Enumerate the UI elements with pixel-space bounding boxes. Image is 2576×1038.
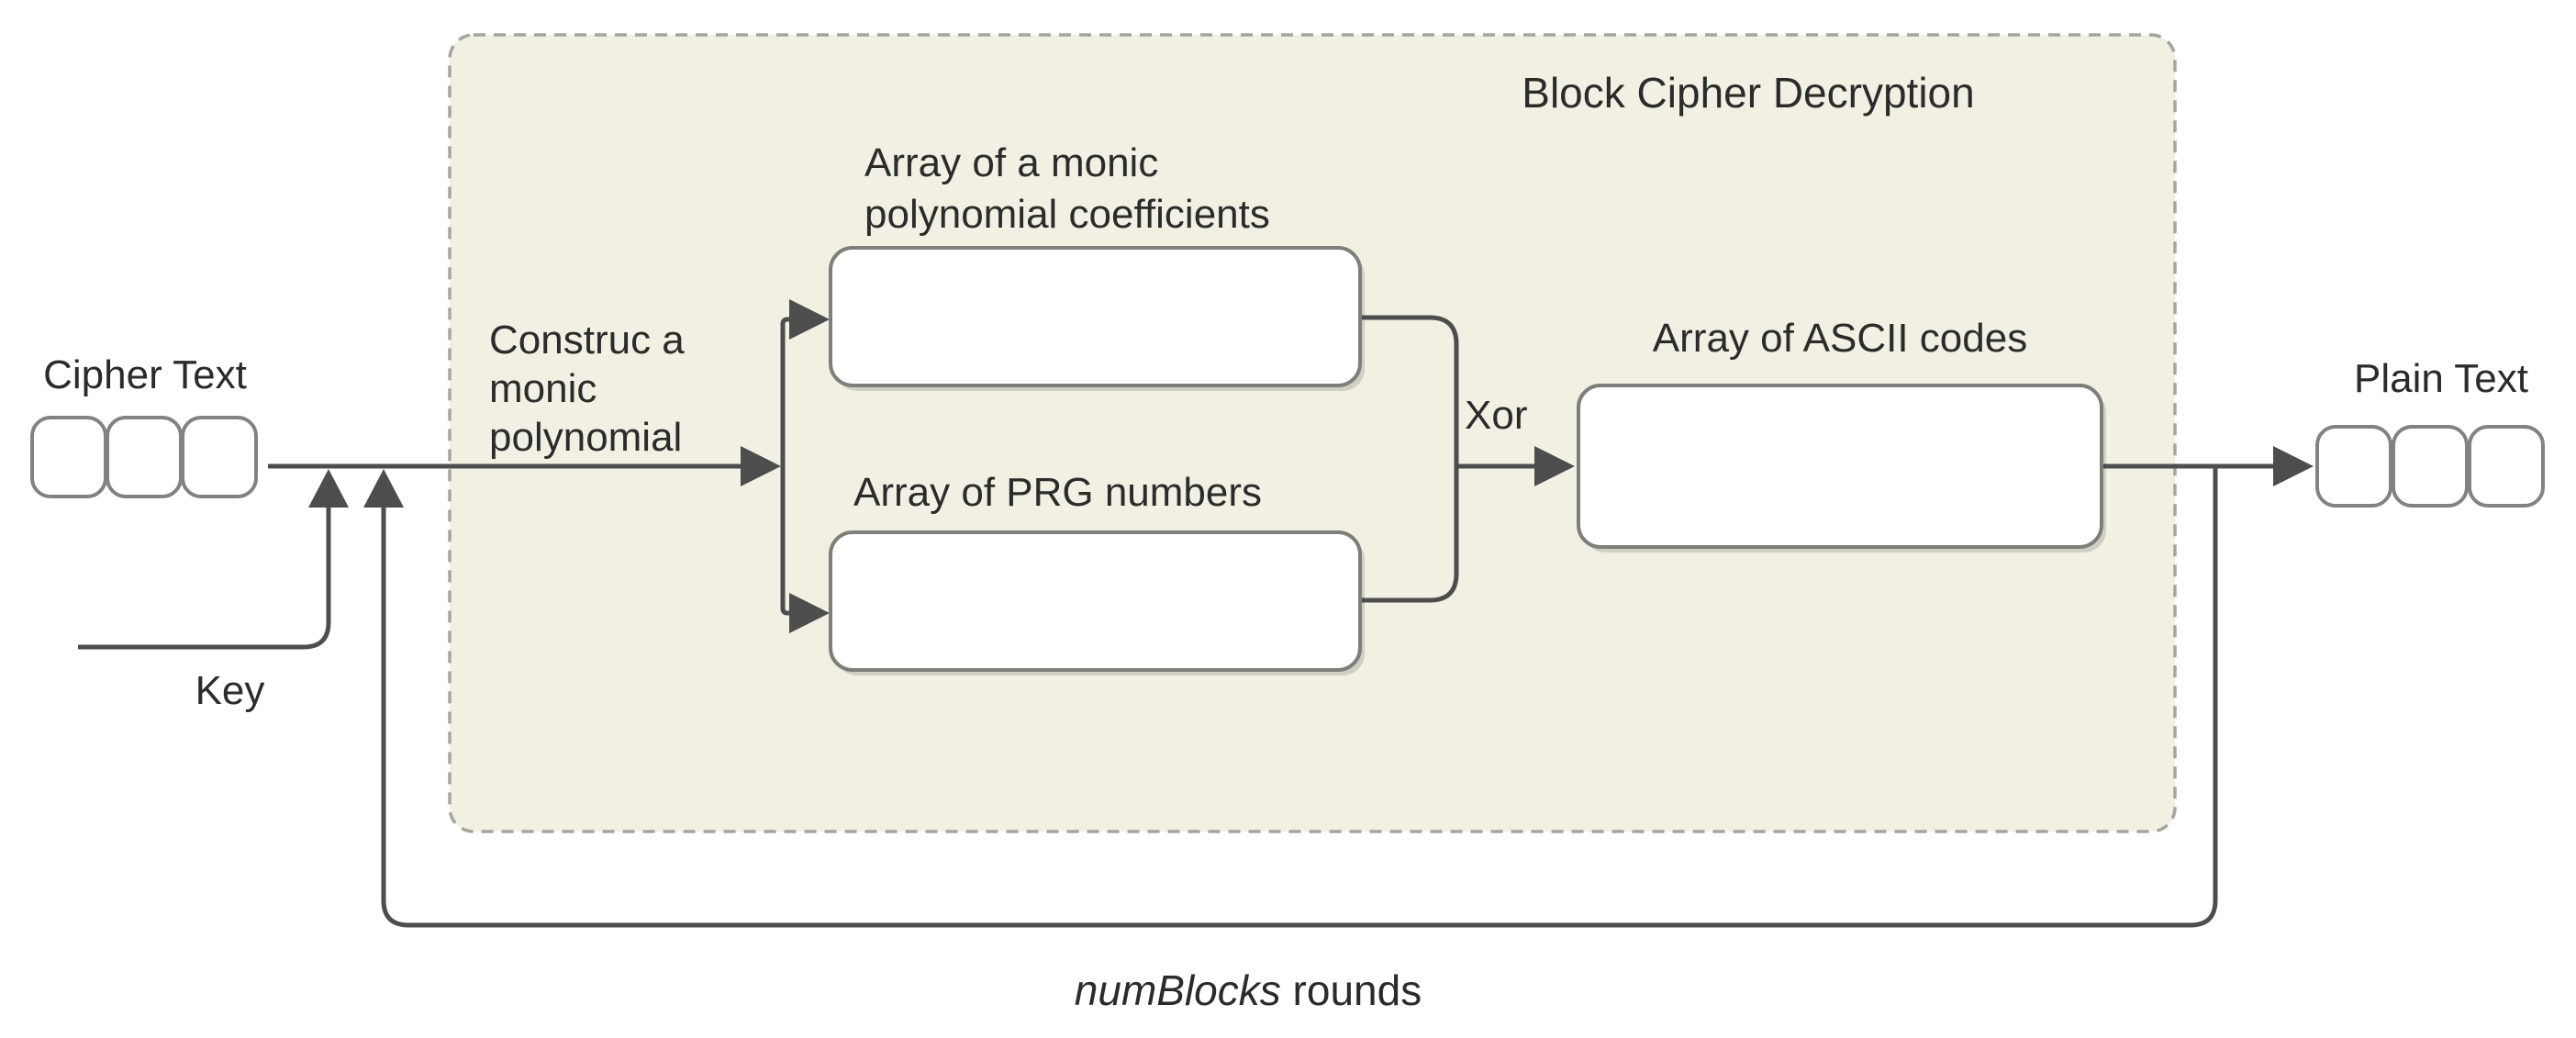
monic-coefficients-box: [829, 246, 1362, 387]
xor-arrowhead-right-icon: [1534, 446, 1575, 486]
input-arrowhead-right-icon: [741, 446, 781, 486]
cipher-block: [30, 416, 107, 498]
output-arrowhead-right-icon: [2273, 446, 2314, 486]
merge-top-wire: [1360, 315, 1459, 466]
rounds-label-rest: rounds: [1280, 966, 1422, 1014]
feedback-arrowhead-up-icon: [363, 469, 404, 508]
construct-polynomial-label: Construc a monic polynomial: [489, 316, 685, 462]
ascii-box-label: Array of ASCII codes: [1652, 316, 2028, 361]
xor-label: Xor: [1465, 393, 1528, 438]
cipher-block: [106, 416, 183, 498]
feedback-loop-wire: [381, 466, 2218, 928]
construct-line-3: polynomial: [489, 415, 683, 460]
merge-bottom-wire: [1360, 466, 1459, 603]
cipher-text-blocks: [30, 416, 258, 498]
key-arrowhead-up-icon: [308, 469, 349, 508]
cipher-block: [181, 416, 258, 498]
monic-label-line-1: Array of a monic: [864, 140, 1159, 185]
rounds-label-variable: numBlocks: [1074, 966, 1281, 1014]
plain-text-label: Plain Text: [2354, 356, 2528, 401]
monic-label-line-2: polynomial coefficients: [864, 192, 1270, 237]
ascii-codes-box: [1577, 384, 2103, 549]
key-wire: [78, 503, 331, 650]
plain-block: [2315, 425, 2392, 508]
rounds-label: numBlocks rounds: [973, 965, 1523, 1015]
branch-split-wire: [780, 317, 791, 616]
cipher-text-label: Cipher Text: [43, 352, 247, 397]
plain-block: [2392, 425, 2469, 508]
plain-block: [2468, 425, 2545, 508]
prg-box-label: Array of PRG numbers: [853, 470, 1263, 515]
branch-bottom-arrowhead-right-icon: [789, 593, 830, 633]
construct-line-1: Construc a: [489, 318, 685, 363]
key-label: Key: [195, 668, 265, 713]
prg-numbers-box: [829, 530, 1362, 672]
construct-line-2: monic: [489, 366, 597, 411]
container-title: Block Cipher Decryption: [1522, 69, 1975, 117]
monic-box-label: Array of a monic polynomial coefficients: [864, 138, 1270, 240]
plain-text-blocks: [2315, 425, 2545, 508]
branch-top-arrowhead-right-icon: [789, 299, 830, 340]
